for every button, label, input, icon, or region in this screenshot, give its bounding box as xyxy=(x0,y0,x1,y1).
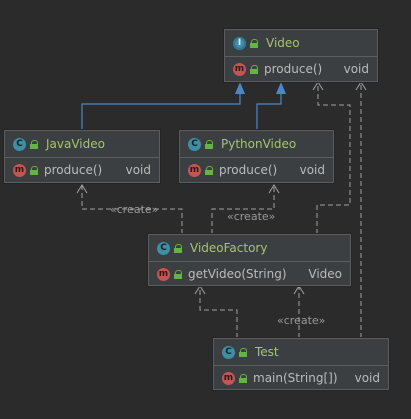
class-header-videofactory: C VideoFactory xyxy=(149,235,350,262)
class-box-test[interactable]: C Test m main(String[]) void xyxy=(213,338,389,390)
return-type: void xyxy=(343,62,369,76)
class-name: JavaVideo xyxy=(46,137,105,151)
dependency-factory-javavideo xyxy=(81,185,183,234)
create-label-test: «create» xyxy=(277,314,326,327)
dependency-test-factory xyxy=(199,286,238,338)
method-icon: m xyxy=(188,163,201,177)
method-row[interactable]: m produce() void xyxy=(180,158,333,182)
class-name: PythonVideo xyxy=(221,137,297,151)
class-box-video[interactable]: I Video m produce() void xyxy=(224,29,378,82)
method-icon: m xyxy=(13,163,26,177)
method-row[interactable]: m produce() void xyxy=(5,158,159,182)
public-lock-icon xyxy=(205,165,213,175)
public-lock-icon xyxy=(239,347,247,357)
public-lock-icon xyxy=(250,38,258,48)
method-icon: m xyxy=(222,371,235,385)
method-row[interactable]: m produce() void xyxy=(225,57,377,81)
realization-pythonvideo-video xyxy=(256,82,286,130)
class-icon: C xyxy=(157,241,170,255)
create-label-javavideo: «create» xyxy=(110,203,159,216)
return-type: Video xyxy=(308,267,342,281)
arrow-factory-pythonvideo xyxy=(268,184,280,194)
method-name: main(String[]) xyxy=(253,371,338,385)
class-icon: C xyxy=(13,137,26,151)
create-label-pythonvideo: «create» xyxy=(227,210,276,223)
class-name: Test xyxy=(255,345,279,359)
public-lock-icon xyxy=(174,269,182,279)
arrow-test-factory xyxy=(194,285,206,295)
public-lock-icon xyxy=(250,64,258,74)
class-header-pythonvideo: C PythonVideo xyxy=(180,131,333,158)
class-icon: C xyxy=(222,345,235,359)
return-type: void xyxy=(125,163,151,177)
arrow-test-factory-create xyxy=(293,285,305,295)
public-lock-icon xyxy=(239,373,247,383)
method-row[interactable]: m main(String[]) void xyxy=(214,366,388,390)
method-name: produce() xyxy=(219,163,278,177)
class-box-javavideo[interactable]: C JavaVideo m produce() void xyxy=(4,130,160,183)
class-name: VideoFactory xyxy=(190,241,268,255)
public-lock-icon xyxy=(30,139,38,149)
arrow-test-video xyxy=(355,81,367,91)
method-row[interactable]: m getVideo(String) Video xyxy=(149,262,350,286)
public-lock-icon xyxy=(30,165,38,175)
interface-icon: I xyxy=(233,36,246,50)
dependency-factory-pythonvideo xyxy=(211,185,275,234)
method-name: produce() xyxy=(264,62,323,76)
class-icon: C xyxy=(188,137,201,151)
class-name: Video xyxy=(266,36,300,50)
method-name: produce() xyxy=(44,163,103,177)
class-box-videofactory[interactable]: C VideoFactory m getVideo(String) Video xyxy=(148,234,351,286)
arrow-factory-javavideo xyxy=(76,184,88,194)
method-name: getVideo(String) xyxy=(188,267,287,281)
return-type: void xyxy=(354,371,380,385)
class-header-javavideo: C JavaVideo xyxy=(5,131,159,158)
class-box-pythonvideo[interactable]: C PythonVideo m produce() void xyxy=(179,130,334,183)
method-icon: m xyxy=(157,267,170,281)
arrow-factory-video xyxy=(312,81,324,91)
public-lock-icon xyxy=(174,243,182,253)
dependency-factory-video xyxy=(316,82,351,234)
public-lock-icon xyxy=(205,139,213,149)
class-header-video: I Video xyxy=(225,30,377,57)
method-icon: m xyxy=(233,62,246,76)
realization-javavideo-video xyxy=(81,82,245,130)
return-type: void xyxy=(299,163,325,177)
class-header-test: C Test xyxy=(214,339,388,366)
